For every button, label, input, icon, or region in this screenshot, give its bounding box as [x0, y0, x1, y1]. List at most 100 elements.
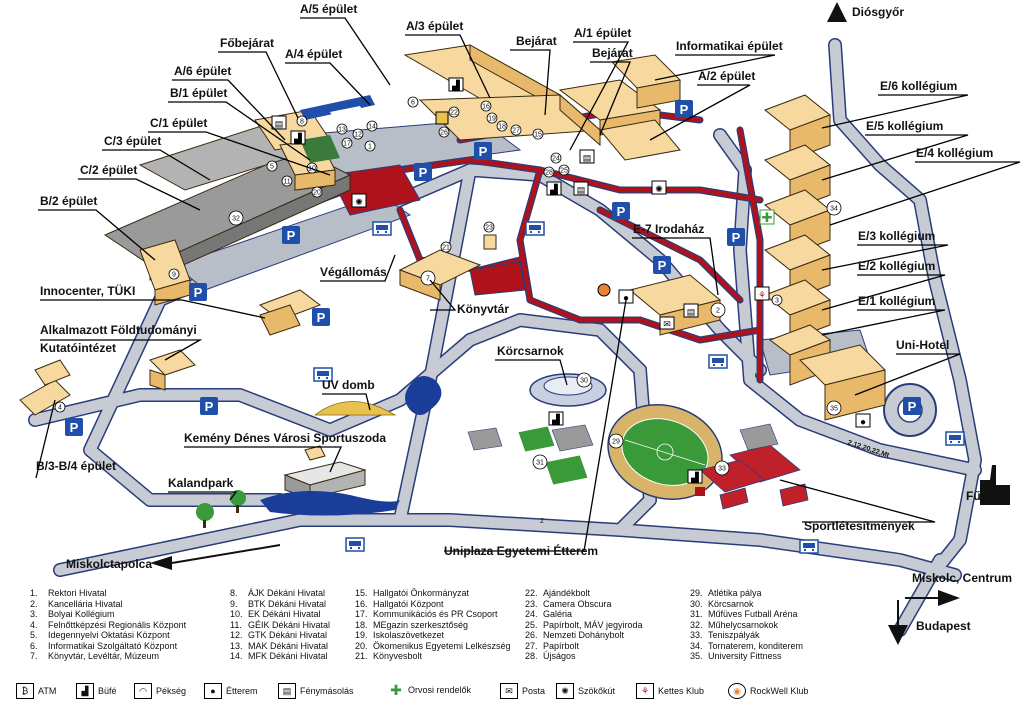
direction-arrows: [150, 2, 960, 645]
legend-text: Teniszpályák: [708, 630, 760, 640]
legend-number: 16.: [355, 598, 368, 609]
map-number-32: 32: [228, 210, 244, 226]
legend-number: 20.: [355, 640, 368, 651]
fountain-icon: ✺: [556, 683, 574, 699]
legend-number: 35.: [690, 651, 703, 661]
svg-text:5: 5: [270, 164, 274, 171]
legend-number: 23.: [525, 598, 538, 609]
svg-text:14: 14: [368, 124, 376, 131]
legend-item: 16. Hallgatói Központ: [355, 599, 511, 610]
icon-legend-label: ATM: [38, 686, 57, 696]
label-uvdomb: UV domb: [322, 378, 375, 392]
svg-text:16: 16: [482, 104, 490, 111]
svg-text:✺: ✺: [655, 184, 663, 194]
legend-number: 6.: [30, 640, 38, 651]
label-a3: A/3 épület: [406, 19, 463, 33]
legend-item: 4.Felnőttképzési Regionális Központ: [30, 620, 186, 631]
legend-text: Nemzeti Dohánybolt: [543, 630, 625, 640]
label-b2: B/2 épület: [40, 194, 97, 208]
label-alkalmazott-2: Kutatóintézet: [40, 341, 116, 355]
legend-number: 2.: [30, 598, 38, 609]
icon-legend-item: ●Étterem: [204, 683, 258, 699]
legend-number: 18.: [355, 619, 368, 630]
svg-text:22: 22: [450, 110, 458, 117]
label-sportletesitmenyek: Sportlétesítmények: [804, 519, 915, 533]
icon-legend-label: Fénymásolás: [300, 686, 354, 696]
svg-text:15: 15: [534, 132, 542, 139]
label-futomu: Fűtőmű: [966, 489, 1010, 503]
post-envelope-icon: ✉: [500, 683, 518, 699]
svg-text:6: 6: [411, 100, 415, 107]
svg-text:33: 33: [718, 466, 726, 473]
legend-text: Felnőttképzési Regionális Központ: [48, 619, 187, 630]
label-sportuszoda: Kemény Dénes Városi Sportuszoda: [184, 431, 386, 445]
legend-number: 26.: [525, 630, 538, 640]
map-number-1: 1: [364, 140, 376, 152]
svg-text:1: 1: [368, 144, 372, 151]
label-bejarat-1: Bejárat: [516, 34, 557, 48]
label-centrum: Miskolc, Centrum: [912, 571, 1012, 585]
legend-number: 27.: [525, 640, 538, 651]
map-number-28: 28: [543, 166, 555, 178]
label-a2: A/2 épület: [698, 69, 755, 83]
leader-lines: [35, 17, 1021, 552]
legend-text: MFK Dékáni Hivatal: [248, 651, 328, 661]
legend-item: 6.Informatikai Szolgáltató Központ: [30, 641, 186, 652]
svg-text:19: 19: [488, 116, 496, 123]
legend-text: Rektori Hivatal: [48, 588, 107, 598]
label-e6: E/6 kollégium: [880, 79, 957, 93]
map-number-21: 21: [440, 241, 452, 253]
legend-number: 8.: [230, 588, 238, 598]
legend-text: Papírbolt: [543, 640, 580, 651]
legend-item: 19.Iskolaszövetkezet: [355, 630, 511, 641]
icon-legend-item: ₿ATM: [16, 683, 56, 699]
map-number-16: 16: [480, 100, 492, 112]
label-uniplaza: Uniplaza Egyetemi Étterem: [444, 543, 598, 558]
svg-text:▟: ▟: [549, 183, 558, 196]
legend-text: Hallgatói Központ: [373, 598, 444, 609]
icon-legend-item: ✉ Posta: [500, 683, 545, 699]
legend-number: 32.: [690, 619, 703, 630]
map-number-24: 24: [550, 152, 562, 164]
label-e4: E/4 kollégium: [916, 146, 993, 160]
legend-item: 12.GTK Dékáni Hivatal: [230, 630, 330, 641]
map-number-33: 33: [714, 460, 730, 476]
label-road-number: 2: [540, 518, 544, 525]
legend-number: 25.: [525, 619, 538, 630]
legend-item: 29.Atlétika pálya: [690, 588, 803, 599]
copy-icon: ▤: [278, 683, 296, 699]
svg-text:31: 31: [536, 460, 544, 467]
kettes-klub-icon: ⚘: [636, 683, 654, 699]
map-number-5: 5: [266, 160, 278, 172]
icon-legend-item: ◉RockWell Klub: [728, 683, 808, 699]
svg-text:●: ●: [623, 293, 629, 304]
legend-item: 26. Nemzeti Dohánybolt: [525, 630, 643, 641]
label-vegallomas: Végállomás: [320, 265, 387, 279]
svg-text:29: 29: [612, 439, 620, 446]
bakery-icon: ◠: [134, 683, 152, 699]
svg-text:2: 2: [716, 308, 720, 315]
legend-item: 30.Körcsarnok: [690, 599, 803, 610]
svg-text:34: 34: [830, 206, 838, 213]
icon-legend-label: Étterem: [226, 686, 258, 696]
svg-text:✚: ✚: [762, 210, 773, 225]
svg-text:▟: ▟: [551, 413, 560, 426]
legend-number: 30.: [690, 598, 703, 609]
legend-item: 31.Műfüves Futball Aréna: [690, 609, 803, 620]
label-a1: A/1 épület: [574, 26, 631, 40]
legend-number: 29.: [690, 588, 703, 598]
legend-number: 1.: [30, 588, 38, 598]
icon-legend-label: RockWell Klub: [750, 686, 809, 696]
label-c2: C/2 épület: [80, 163, 137, 177]
icon-legend-label: Posta: [522, 686, 546, 696]
legend-number: 13.: [230, 640, 243, 651]
legend-number: 15.: [355, 588, 368, 598]
legend-number: 21.: [355, 651, 368, 661]
label-innocenter: Innocenter, TÜKI: [40, 283, 135, 298]
legend-number: 12.: [230, 630, 243, 640]
map-number-8: 8: [296, 115, 308, 127]
label-kalandpark: Kalandpark: [168, 476, 234, 490]
legend-item: 18.MEgazin szerkesztőség: [355, 620, 511, 631]
